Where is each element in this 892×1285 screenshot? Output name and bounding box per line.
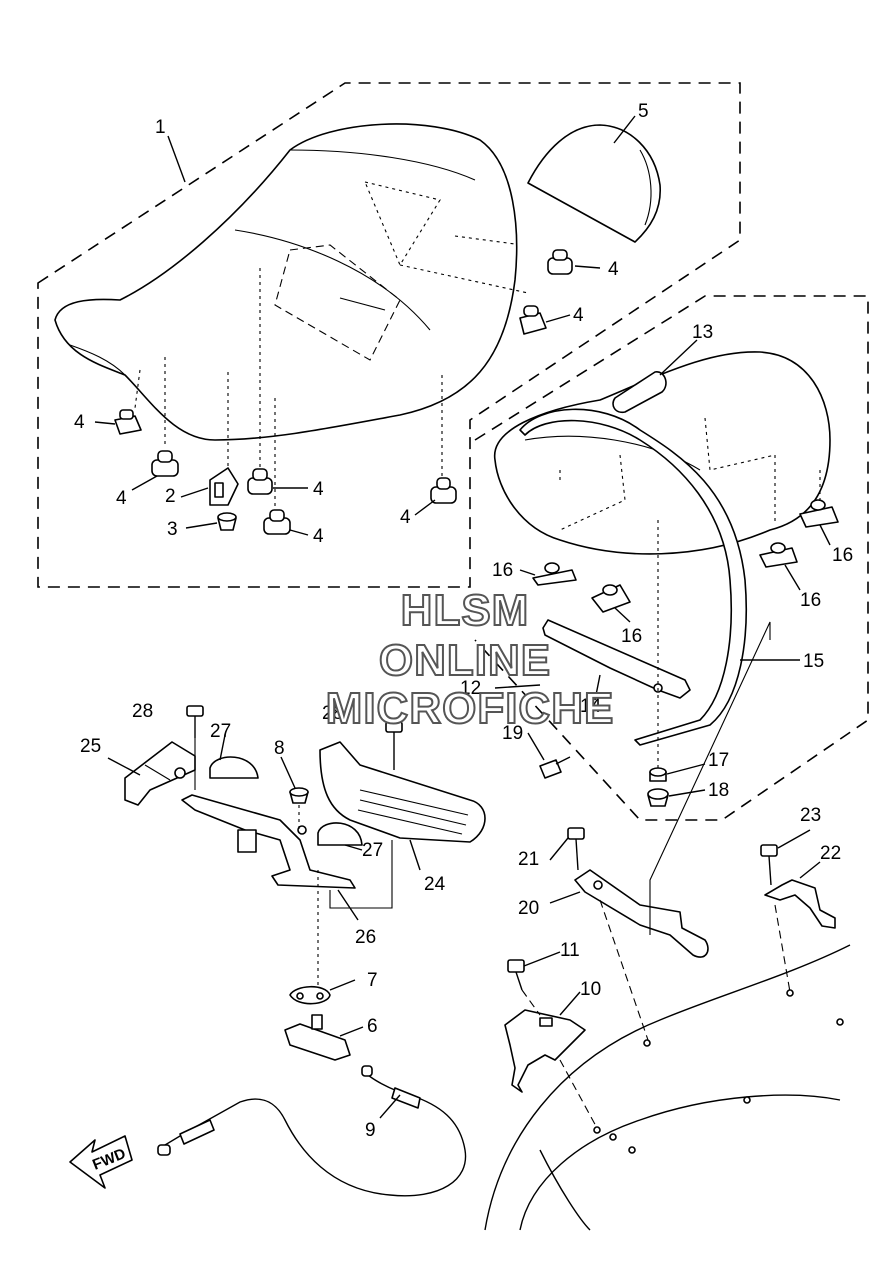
bolt-19 — [539, 756, 571, 779]
watermark-line-1: HLSM — [401, 586, 530, 635]
clip-16c — [759, 542, 798, 568]
callout-4-right: 4 — [400, 507, 411, 528]
damper-4b — [519, 305, 547, 335]
callout-3: 3 — [167, 519, 178, 540]
cap-27b — [317, 822, 363, 846]
gasket-7 — [289, 985, 331, 1005]
callout-27-right: 27 — [362, 840, 383, 861]
clip-16b — [591, 584, 631, 613]
hook-22 — [764, 879, 836, 929]
rear-seat-leader-line — [649, 621, 771, 935]
leader-lines — [94, 115, 831, 1119]
callout-13: 13 — [692, 322, 713, 343]
callout-25: 25 — [80, 736, 101, 757]
rear-seat-boundary — [474, 295, 869, 821]
seat-bracket — [209, 467, 239, 506]
callout-15: 15 — [803, 651, 824, 672]
callout-24: 24 — [424, 874, 446, 895]
callout-1: 1 — [155, 117, 166, 138]
callout-23: 23 — [800, 805, 821, 826]
lock-cable-9 — [157, 1065, 467, 1197]
callout-6: 6 — [367, 1016, 378, 1037]
callout-4-center-b: 4 — [313, 526, 324, 547]
fwd-arrow — [69, 1135, 133, 1189]
callout-16-right-a: 16 — [800, 590, 821, 611]
bolt-28b — [385, 721, 403, 770]
damper-4c — [114, 409, 142, 435]
damper-4f — [263, 509, 291, 535]
nut-3 — [217, 512, 237, 531]
callout-2: 2 — [165, 486, 176, 507]
callout-22: 22 — [820, 843, 841, 864]
watermark-line-3: MICROFICHE — [326, 684, 615, 733]
callout-17: 17 — [708, 750, 729, 771]
bracket-20-mount-line — [599, 899, 649, 1041]
callout-28-left: 28 — [132, 701, 153, 722]
callout-21: 21 — [518, 849, 539, 870]
strap-cap — [612, 371, 667, 414]
callout-11: 11 — [560, 940, 580, 961]
callout-4-mid: 4 — [573, 305, 584, 326]
callout-27-left: 27 — [210, 721, 231, 742]
cap-27a — [209, 756, 259, 779]
bolt-11 — [507, 959, 525, 991]
nut-8 — [289, 787, 309, 804]
lock-bracket-20 — [574, 869, 709, 958]
callout-5: 5 — [638, 101, 649, 122]
fender — [484, 944, 851, 1231]
callout-12: 12 — [460, 678, 481, 699]
bolt-21 — [567, 827, 585, 871]
watermark-line-2: ONLINE — [379, 636, 551, 685]
callout-19: 19 — [502, 723, 523, 744]
callout-18: 18 — [708, 780, 729, 801]
callout-4-center-a: 4 — [313, 479, 324, 500]
callout-26: 26 — [355, 927, 376, 948]
damper-4d — [151, 450, 179, 477]
hook-22-mount-line — [774, 904, 791, 993]
callout-7: 7 — [367, 970, 378, 991]
damper-4g — [430, 477, 457, 504]
callout-16-center: 16 — [621, 626, 642, 647]
callout-8: 8 — [274, 738, 285, 759]
seat-pad — [527, 124, 661, 243]
leader-box-24 — [329, 840, 393, 909]
grab-strap — [519, 408, 748, 746]
clip-16a — [532, 562, 577, 586]
hinge-bracket-25 — [124, 741, 196, 806]
callout-4-lower-left: 4 — [116, 488, 127, 509]
callout-14: 14 — [580, 696, 602, 717]
callout-9: 9 — [365, 1120, 376, 1141]
clip-16d — [799, 499, 839, 528]
front-seat — [54, 123, 529, 510]
bolt-28a — [186, 705, 204, 738]
cover-24 — [319, 741, 486, 843]
front-seat-boundary — [37, 82, 741, 588]
nut-18 — [647, 788, 669, 807]
damper-4e — [247, 468, 273, 495]
seat-lock-plate-26 — [181, 794, 356, 889]
lock-base-10 — [504, 1009, 586, 1093]
callout-16-left: 16 — [492, 560, 513, 581]
callout-10: 10 — [580, 979, 601, 1000]
bolt-23 — [760, 844, 778, 886]
bolt-11-line — [521, 989, 541, 1016]
lock-base-mount-line — [559, 1059, 598, 1129]
callout-20: 20 — [518, 898, 539, 919]
callout-16-right-b: 16 — [832, 545, 853, 566]
washer-17 — [649, 767, 667, 782]
seat-lock-6 — [284, 1014, 351, 1061]
callout-4-left: 4 — [74, 412, 85, 433]
damper-4a — [547, 249, 573, 275]
callout-4-top: 4 — [608, 259, 619, 280]
callout-28-center: 28 — [322, 703, 343, 724]
